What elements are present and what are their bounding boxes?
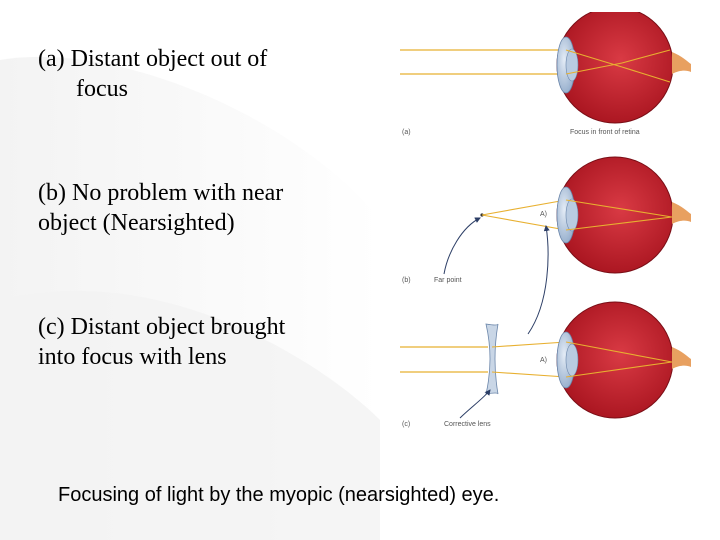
- eye-b: [556, 156, 691, 274]
- caption-a-line1: (a) Distant object out of: [38, 46, 268, 72]
- panel-a-tag: (a): [402, 129, 411, 136]
- caption-panel-a: (a) Distant object out of focus: [38, 44, 328, 104]
- panel-c-note: Corrective lens: [444, 421, 491, 428]
- caption-b-line2: object (Nearsighted): [38, 210, 235, 236]
- caption-b-line1: (b) No problem with near: [38, 180, 284, 206]
- panel-c: A) (c) Corrective lens: [400, 301, 691, 428]
- panel-a-note: Focus in front of retina: [570, 129, 640, 136]
- panel-b-tag: (b): [402, 277, 411, 284]
- panel-b-marker: A): [540, 211, 547, 218]
- panel-a: (a) Focus in front of retina: [400, 12, 691, 136]
- panel-b-note: Far point: [434, 277, 462, 284]
- myopia-figure: (a) Focus in front of retina A) (b) Far …: [400, 12, 691, 430]
- panel-c-tag: (c): [402, 421, 410, 428]
- panel-b: A) (b) Far point: [402, 156, 691, 335]
- corrective-lens: [485, 323, 499, 395]
- caption-panel-c: (c) Distant object brought into focus wi…: [38, 312, 338, 372]
- caption-c-line2: into focus with lens: [38, 344, 227, 370]
- eye-c: [556, 301, 691, 419]
- caption-a-line2: focus: [76, 76, 128, 102]
- myopia-figure-svg: (a) Focus in front of retina A) (b) Far …: [400, 12, 691, 428]
- figure-caption: Focusing of light by the myopic (nearsig…: [58, 484, 500, 506]
- panel-c-marker: A): [540, 357, 547, 364]
- caption-panel-b: (b) No problem with near object (Nearsig…: [38, 178, 338, 238]
- caption-c-line1: (c) Distant object brought: [38, 314, 286, 340]
